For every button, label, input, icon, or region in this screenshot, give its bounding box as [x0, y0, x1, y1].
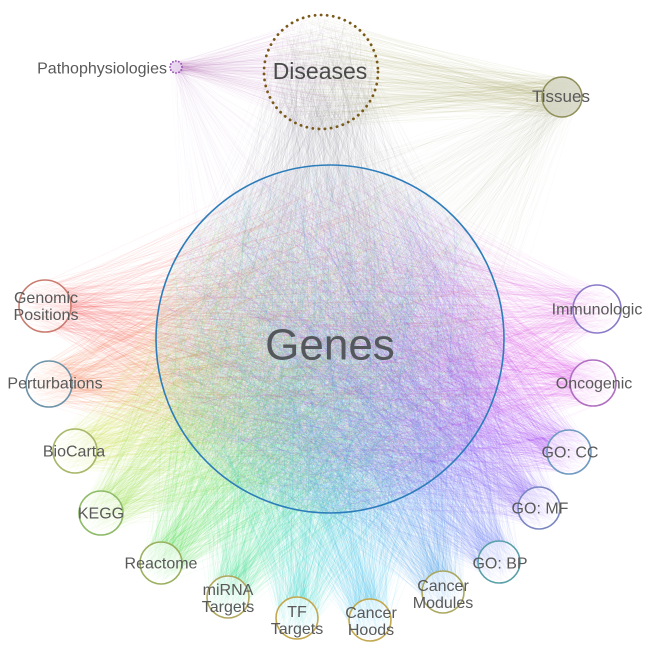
edge-bundle-tf_targets-genes	[156, 167, 498, 639]
edge-bundle-pathophysiologies-genes	[169, 61, 482, 509]
label-genes: Genes	[265, 320, 395, 369]
node-pathophysiologies[interactable]	[169, 60, 183, 74]
node-tissues[interactable]	[541, 76, 583, 118]
edge-bundle-genomic_positions-genes	[19, 167, 501, 509]
edge-bundle-mirna_targets-genes	[157, 168, 500, 618]
node-reactome[interactable]	[139, 541, 183, 585]
node-go_mf[interactable]	[517, 486, 561, 530]
edge-layer	[19, 15, 621, 641]
label-pathophysiologies: Pathophysiologies	[37, 61, 167, 78]
node-oncogenic[interactable]	[569, 359, 617, 407]
label-immunologic: Immunologic	[552, 302, 643, 319]
label-tissues: Tissues	[532, 87, 590, 106]
node-immunologic[interactable]	[572, 284, 622, 334]
label-perturbations: Perturbations	[7, 376, 102, 393]
label-go_cc: GO: CC	[542, 445, 599, 462]
node-genes[interactable]	[155, 164, 505, 514]
edge-bundle-cancer_modules-genes	[165, 172, 503, 613]
node-go_bp[interactable]	[477, 540, 521, 584]
node-mirna_targets[interactable]	[206, 575, 250, 619]
edge-bundle-kegg-genes	[79, 166, 503, 533]
edge-bundle-diseases-pathophysiologies	[170, 19, 376, 130]
label-go_mf: GO: MF	[512, 501, 569, 518]
edge-bundle-go_cc-genes	[158, 171, 592, 512]
node-genomic_positions[interactable]	[18, 279, 72, 333]
label-biocarta: BioCarta	[43, 444, 105, 461]
edge-bundle-go_bp-genes	[161, 165, 521, 583]
edge-bundle-cancer_hoods-genes	[158, 166, 501, 641]
label-oncogenic: Oncogenic	[556, 376, 633, 393]
edge-bundle-biocarta-genes	[54, 173, 504, 509]
label-go_bp: GO: BP	[472, 556, 527, 573]
edge-bundle-diseases-genes	[156, 16, 501, 512]
edge-bundle-immunologic-genes	[166, 169, 621, 509]
node-biocarta[interactable]	[52, 428, 98, 474]
node-cancer_modules[interactable]	[421, 570, 465, 614]
label-kegg: KEGG	[78, 506, 124, 523]
node-perturbations[interactable]	[25, 360, 73, 408]
node-tf_targets[interactable]	[275, 596, 319, 640]
label-reactome: Reactome	[125, 556, 198, 573]
node-kegg[interactable]	[78, 490, 124, 536]
edge-bundle-diseases-tissues	[266, 15, 582, 128]
node-layer	[18, 13, 622, 642]
edge-bundle-oncogenic-genes	[162, 166, 615, 512]
edge-bundle-reactome-genes	[140, 169, 499, 583]
node-go_cc[interactable]	[546, 429, 592, 475]
node-diseases[interactable]	[262, 13, 380, 131]
label-diseases: Diseases	[273, 58, 368, 84]
edge-bundle-go_mf-genes	[157, 168, 561, 529]
edge-bundle-perturbations-genes	[26, 170, 501, 513]
node-cancer_hoods[interactable]	[348, 598, 392, 642]
edge-bundle-tissues-genes	[156, 77, 582, 506]
